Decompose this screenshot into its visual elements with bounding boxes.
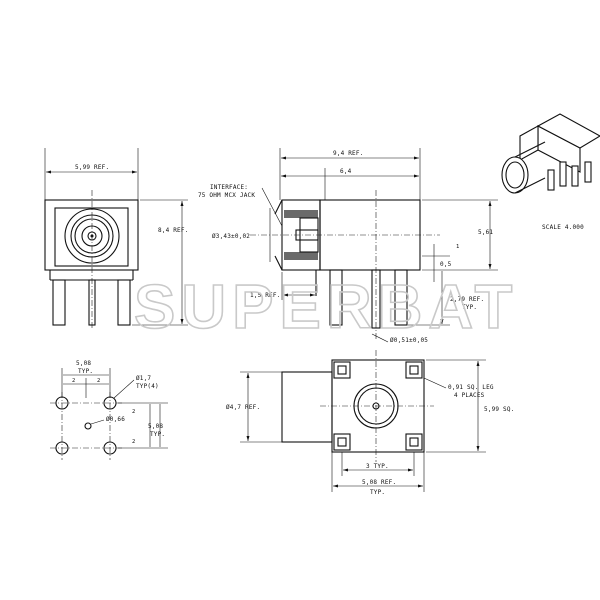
side-pin-height-typ: TYP. [462,304,477,311]
pcb-layout: 5,08 TYP. 2 2 Ø1,7 TYP(4) Ø0,66 5,08 TYP… [50,360,168,460]
bottom-inner-label: 3 TYP. [366,463,389,470]
side-offset-mark: 1 [456,244,459,250]
watermark: SUPERBAT [134,273,518,342]
pcb-hole-label: Ø1,7 [136,375,151,382]
side-lead-label: 1,5 REF. [250,292,281,299]
side-overall-label: 9,4 REF. [333,150,364,157]
side-pin-height-label: 2,79 REF. [450,296,484,303]
iso-scale-label: SCALE 4.000 [542,224,584,231]
front-view: 5,99 REF. 8,4 REF. [44,148,189,330]
pcb-vertical-typ: TYP. [150,431,165,438]
bottom-outer-typ: TYP. [370,489,385,496]
pcb-pitch-label: 5,08 [76,360,91,367]
side-pin-diameter-label: Ø0,51±0,05 [390,337,428,344]
side-view: 9,4 REF. 6,4 INTERFACE: 75 OHM MCX JACK … [198,148,498,344]
bottom-size-label: 5,99 SQ. [484,406,515,413]
pcb-hole-count: TYP(4) [136,383,159,390]
side-height-label: 5,61 [478,229,493,236]
interface-type-label: 75 OHM MCX JACK [198,192,255,199]
pcb-vertical-half-1: 2 [132,409,135,415]
pcb-vertical-pitch: 5,08 [148,423,163,430]
bottom-view: Ø4,7 REF. 0,91 SQ. LEG 4 PLACES 5,99 SQ. [226,350,515,496]
pcb-center-hole-label: Ø0,66 [106,416,125,423]
side-body-label: 6,4 [340,168,352,175]
bottom-outer-label: 5,08 REF. [362,479,396,486]
pcb-vertical-half-2: 2 [132,439,135,445]
bottom-leg-count: 4 PLACES [454,392,485,399]
front-height-label: 8,4 REF. [158,227,189,234]
side-offset-label: 0,5 [440,261,452,268]
iso-view: SCALE 4.000 [501,113,600,231]
bottom-leg-label: 0,91 SQ. LEG [448,384,494,391]
pcb-half-right: 2 [97,378,100,384]
bottom-diameter-label: Ø4,7 REF. [226,404,260,411]
side-diameter-label: Ø3,43±0,02 [212,233,250,240]
front-width-label: 5,99 REF. [75,164,109,171]
interface-label: INTERFACE: [210,184,248,191]
pcb-pitch-typ: TYP. [78,368,93,375]
pcb-half-left: 2 [72,378,75,384]
